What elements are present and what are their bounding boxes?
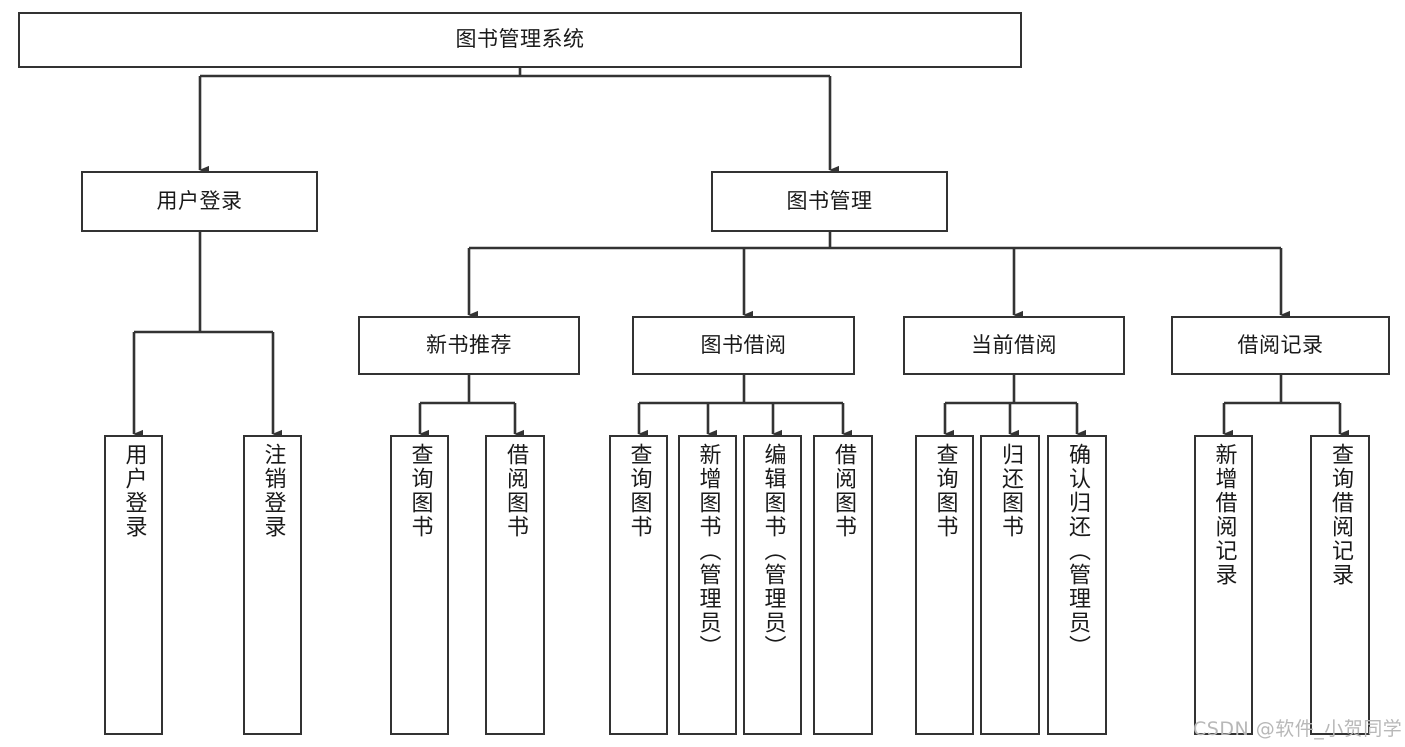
node-user-login[interactable]: 用户登录	[81, 171, 318, 232]
node-label: 查询借阅记录	[1328, 443, 1353, 587]
node-leaf-query-record[interactable]: 查询借阅记录	[1310, 435, 1370, 735]
node-new-book-rec[interactable]: 新书推荐	[358, 316, 580, 375]
node-leaf-query-book-1[interactable]: 查询图书	[390, 435, 449, 735]
node-leaf-logout[interactable]: 注销登录	[243, 435, 302, 735]
node-label: 借阅记录	[1237, 332, 1324, 357]
node-label: 新增借阅记录	[1211, 443, 1237, 587]
node-book-manage[interactable]: 图书管理	[711, 171, 948, 232]
node-leaf-borrow-book-2[interactable]: 借阅图书	[813, 435, 873, 735]
node-leaf-add-book[interactable]: 新增图书（管理员）	[678, 435, 737, 735]
node-label: 新书推荐	[426, 332, 512, 357]
node-root[interactable]: 图书管理系统	[18, 12, 1022, 68]
node-label: 注销登录	[260, 443, 286, 539]
node-label: 借阅图书	[831, 443, 856, 539]
node-label: 查询图书	[932, 443, 958, 539]
node-label: 确认归还（管理员）	[1065, 443, 1090, 659]
node-label: 图书管理	[786, 188, 873, 213]
node-book-borrow[interactable]: 图书借阅	[632, 316, 855, 375]
node-label: 归还图书	[998, 443, 1023, 539]
node-label: 查询图书	[407, 443, 433, 539]
node-borrow-record[interactable]: 借阅记录	[1171, 316, 1390, 375]
node-label: 编辑图书（管理员）	[760, 443, 786, 659]
node-label: 查询图书	[626, 443, 652, 539]
node-label: 借阅图书	[503, 443, 528, 539]
node-leaf-confirm-return[interactable]: 确认归还（管理员）	[1047, 435, 1107, 735]
node-leaf-user-login[interactable]: 用户登录	[104, 435, 163, 735]
node-leaf-add-record[interactable]: 新增借阅记录	[1194, 435, 1253, 735]
node-leaf-query-book-3[interactable]: 查询图书	[915, 435, 974, 735]
node-label: 图书借阅	[700, 332, 787, 357]
node-leaf-edit-book[interactable]: 编辑图书（管理员）	[743, 435, 802, 735]
node-label: 图书管理系统	[455, 27, 585, 52]
node-label: 用户登录	[121, 443, 147, 539]
node-label: 当前借阅	[971, 332, 1057, 357]
node-label: 新增图书（管理员）	[695, 443, 721, 659]
node-label: 用户登录	[156, 188, 243, 213]
node-leaf-borrow-book-1[interactable]: 借阅图书	[485, 435, 545, 735]
node-leaf-query-book-2[interactable]: 查询图书	[609, 435, 668, 735]
node-leaf-return-book[interactable]: 归还图书	[980, 435, 1040, 735]
node-current-borrow[interactable]: 当前借阅	[903, 316, 1125, 375]
